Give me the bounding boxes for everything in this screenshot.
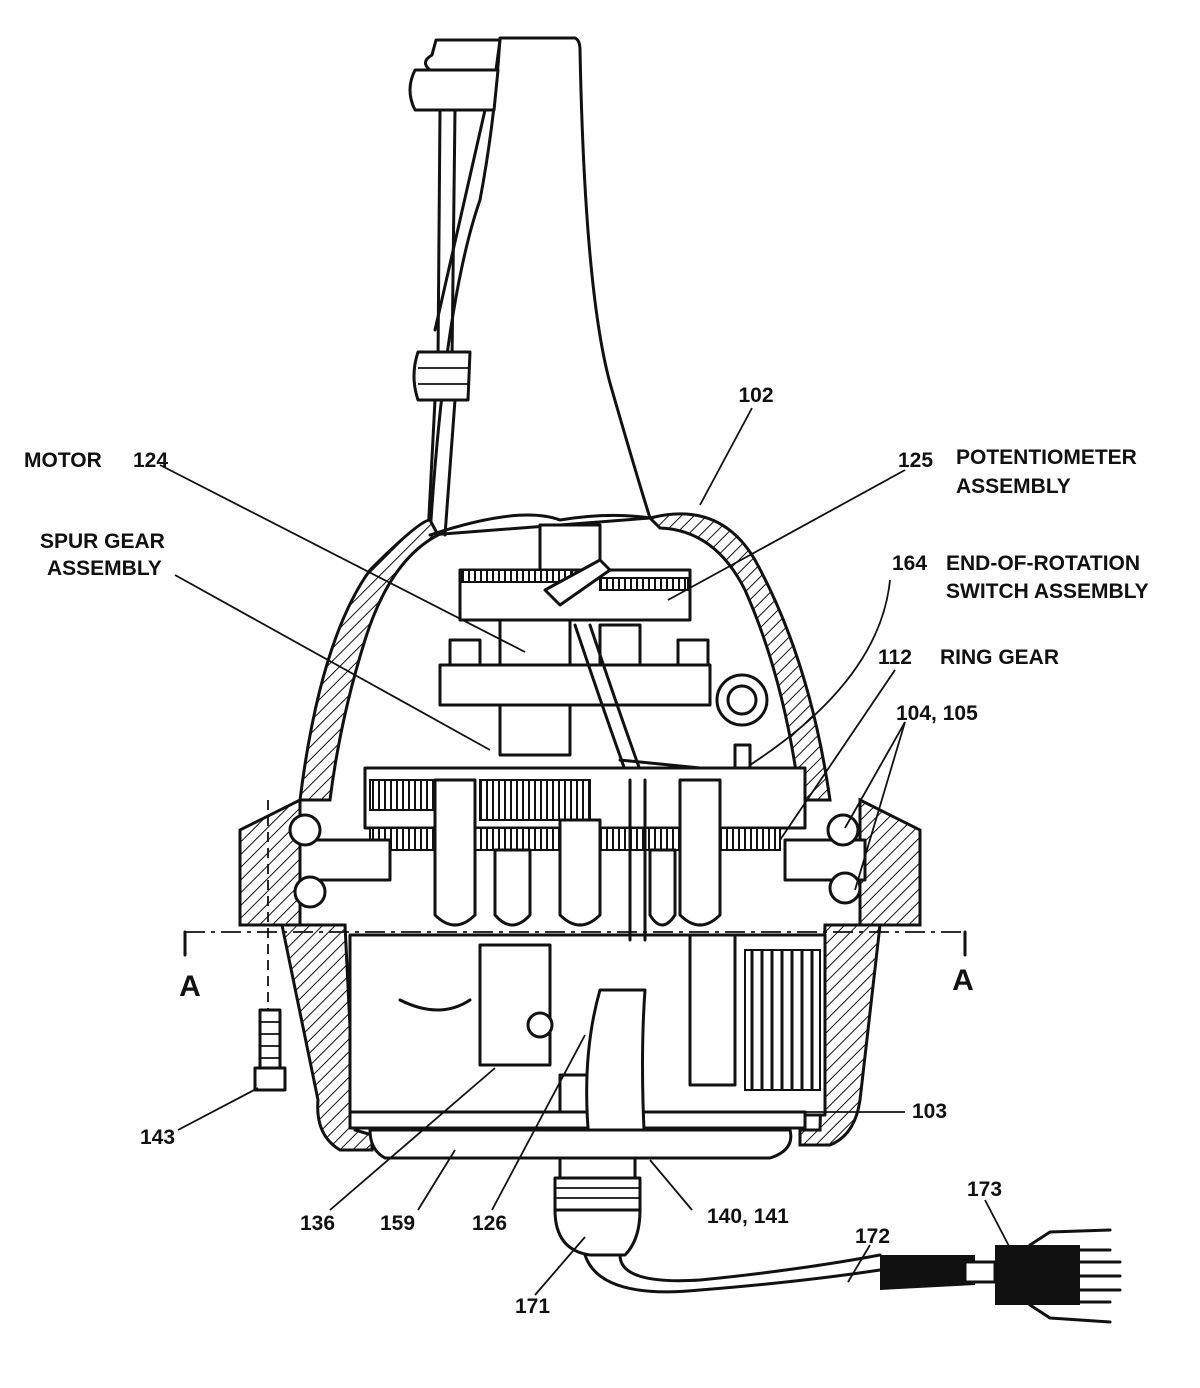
label-motor: MOTOR [24, 449, 102, 472]
section-label-left: A [179, 970, 201, 1003]
label-173: 173 [967, 1178, 1002, 1201]
section-line-a-a [183, 930, 967, 957]
label-140-141: 140, 141 [707, 1205, 789, 1228]
label-end-of-rotation-line1: END-OF-ROTATION [946, 552, 1140, 575]
label-102: 102 [738, 384, 773, 407]
gear-plate [363, 766, 807, 927]
label-172: 172 [855, 1225, 890, 1248]
cable [583, 1253, 975, 1294]
connector-brand-text: CINCH [1007, 1262, 1074, 1285]
label-ring-gear: RING GEAR [940, 646, 1059, 669]
leader-lines [159, 407, 1011, 1296]
label-103: 103 [912, 1100, 947, 1123]
section-label-right: A [952, 964, 974, 997]
label-spur-gear-line1: SPUR GEAR [40, 530, 165, 553]
mounting-bolt [253, 800, 287, 1092]
label-159: 159 [380, 1212, 415, 1235]
potentiometer-assembly [458, 523, 692, 622]
cable-gland [553, 1156, 642, 1257]
label-end-of-rotation-line2: SWITCH ASSEMBLY [946, 580, 1149, 603]
label-112: 112 [878, 646, 912, 669]
base-plate [368, 1128, 793, 1160]
upper-housing [298, 512, 832, 802]
label-171: 171 [515, 1295, 550, 1318]
connector-plug: CINCH [963, 1228, 1122, 1324]
label-136: 136 [300, 1212, 335, 1235]
label-124: 124 [133, 449, 168, 472]
label-104-105: 104, 105 [896, 702, 978, 725]
motor [438, 618, 712, 772]
label-potentiometer-line2: ASSEMBLY [956, 475, 1071, 498]
label-126: 126 [472, 1212, 507, 1235]
label-spur-gear-line2: ASSEMBLY [47, 557, 162, 580]
label-164: 164 [892, 552, 927, 575]
handle-grip [408, 36, 652, 537]
label-143: 143 [140, 1126, 175, 1149]
label-125: 125 [898, 449, 933, 472]
label-potentiometer-line1: POTENTIOMETER [956, 446, 1137, 469]
